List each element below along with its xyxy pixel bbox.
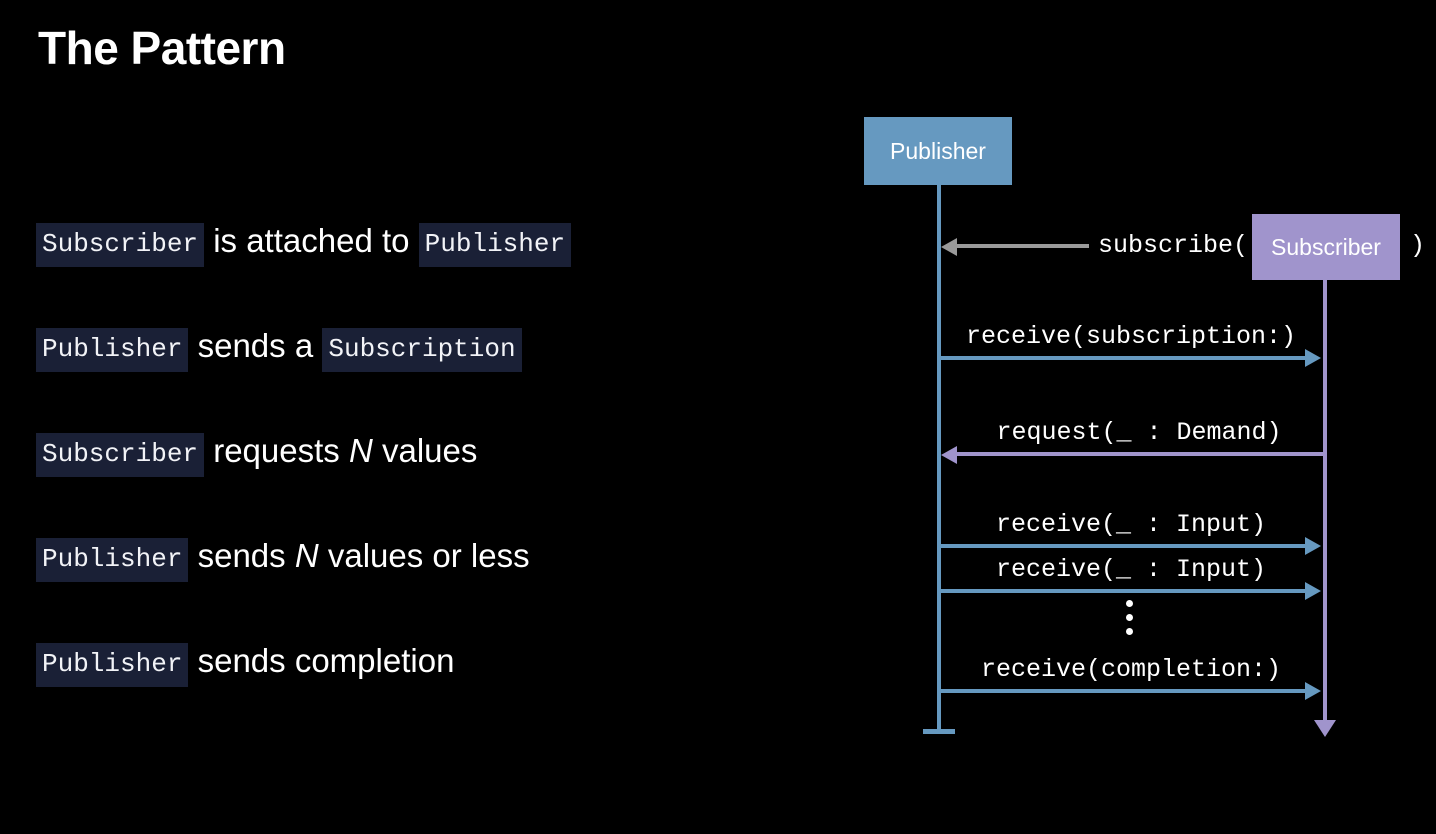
list-item: Subscriber is attached to Publisher bbox=[36, 222, 796, 327]
message-arrow-request-demand bbox=[956, 452, 1323, 456]
lifeline-subscriber-arrowhead-icon bbox=[1314, 720, 1336, 737]
message-arrow-receive-input-2 bbox=[939, 589, 1308, 593]
list-item: Publisher sends a Subscription bbox=[36, 327, 796, 432]
code-token-publisher: Publisher bbox=[36, 643, 189, 687]
message-arrowhead-receive-completion-icon bbox=[1305, 682, 1321, 700]
message-label-subscribe: subscribe( bbox=[1098, 231, 1248, 260]
message-arrowhead-receive-input-1-icon bbox=[1305, 537, 1321, 555]
message-arrow-subscribe bbox=[956, 244, 1089, 248]
bullet-emphasis-n: N bbox=[348, 432, 373, 469]
code-token-subscription: Subscription bbox=[322, 328, 522, 372]
message-arrowhead-subscribe-icon bbox=[941, 238, 957, 256]
lifeline-publisher-terminator bbox=[923, 729, 955, 734]
actor-publisher-box: Publisher bbox=[864, 117, 1012, 185]
bullet-text-tail: values bbox=[372, 432, 478, 469]
message-arrowhead-request-demand-icon bbox=[941, 446, 957, 464]
code-token-publisher: Publisher bbox=[418, 223, 572, 267]
lifeline-subscriber bbox=[1323, 280, 1327, 722]
page-title: The Pattern bbox=[38, 22, 286, 74]
message-label-receive-input-2: receive(_ : Input) bbox=[995, 555, 1267, 584]
message-arrow-receive-input-1 bbox=[939, 544, 1308, 548]
code-token-publisher: Publisher bbox=[36, 328, 189, 372]
bullet-text: sends completion bbox=[188, 642, 455, 679]
list-item: Publisher sends N values or less bbox=[36, 537, 796, 642]
message-arrowhead-receive-input-2-icon bbox=[1305, 582, 1321, 600]
vertical-ellipsis-icon bbox=[1126, 600, 1133, 635]
message-arrow-receive-completion bbox=[939, 689, 1308, 693]
bullet-text: is attached to bbox=[204, 222, 419, 259]
bullet-text: sends a bbox=[188, 327, 323, 364]
code-token-subscriber: Subscriber bbox=[36, 433, 205, 477]
message-label-receive-completion: receive(completion:) bbox=[980, 655, 1282, 684]
message-label-subscribe-prefix: subscribe( bbox=[1098, 231, 1249, 260]
message-arrowhead-receive-subscription-icon bbox=[1305, 349, 1321, 367]
bullet-text: sends bbox=[188, 537, 295, 574]
list-item: Subscriber requests N values bbox=[36, 432, 796, 537]
message-label-request-demand: request(_ : Demand) bbox=[996, 418, 1282, 447]
message-label-receive-subscription: receive(subscription:) bbox=[965, 322, 1297, 351]
bullet-text: requests bbox=[204, 432, 349, 469]
bullet-emphasis-n: N bbox=[294, 537, 319, 574]
bullet-list: Subscriber is attached to Publisher Publ… bbox=[36, 222, 796, 747]
actor-subscriber-box: Subscriber bbox=[1252, 214, 1400, 280]
lifeline-publisher bbox=[937, 185, 941, 733]
message-label-subscribe-suffix: ) bbox=[1410, 231, 1426, 260]
list-item: Publisher sends completion bbox=[36, 642, 796, 747]
code-token-publisher: Publisher bbox=[36, 538, 189, 582]
message-label-receive-input-1: receive(_ : Input) bbox=[995, 510, 1267, 539]
bullet-text-tail: values or less bbox=[318, 537, 530, 574]
message-arrow-receive-subscription bbox=[939, 356, 1308, 360]
code-token-subscriber: Subscriber bbox=[36, 223, 205, 267]
